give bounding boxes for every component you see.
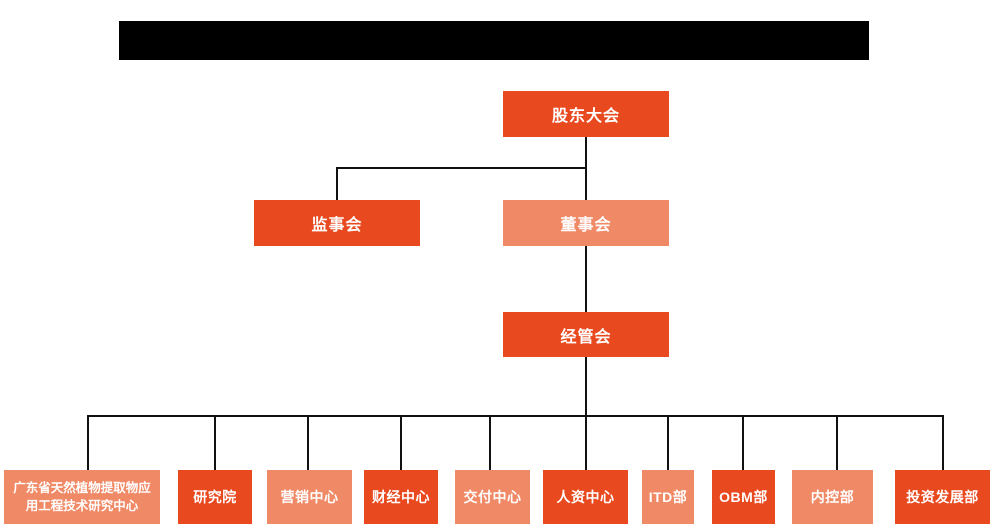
connector-to-finance-center <box>400 415 402 471</box>
org-node-finance-center: 财经中心 <box>364 470 438 524</box>
org-node-marketing-center: 营销中心 <box>267 470 352 524</box>
redacted-title-bar <box>119 21 869 60</box>
connector-to-internal-control <box>836 415 838 471</box>
org-node-supervisory-board: 监事会 <box>254 200 420 246</box>
connector-to-research-center <box>87 415 89 471</box>
org-node-board-of-directors: 董事会 <box>503 200 669 246</box>
connector-to-obm-dept <box>742 415 744 471</box>
org-node-research-center: 广东省天然植物提取物应用工程技术研究中心 <box>4 470 160 524</box>
org-node-management-committee: 经管会 <box>503 312 669 357</box>
connector-root-to-level2 <box>585 137 587 201</box>
org-node-shareholders-meeting: 股东大会 <box>503 91 669 137</box>
connector-to-research-institute <box>214 415 216 471</box>
connector-to-supervisory-board <box>336 167 338 201</box>
connector-to-marketing-center <box>307 415 309 471</box>
connector-management-to-depts <box>585 357 587 471</box>
connector-level2-horizontal <box>336 167 587 169</box>
org-node-investment-development-dept: 投资发展部 <box>895 470 990 524</box>
org-node-research-institute: 研究院 <box>178 470 252 524</box>
org-node-internal-control-dept: 内控部 <box>792 470 873 524</box>
org-node-obm-dept: OBM部 <box>712 470 775 524</box>
org-node-delivery-center: 交付中心 <box>455 470 530 524</box>
connector-board-to-management <box>585 246 587 313</box>
org-node-hr-center: 人资中心 <box>543 470 628 524</box>
connector-level4-horizontal <box>88 415 944 417</box>
connector-to-investment-dev <box>942 415 944 471</box>
connector-to-delivery-center <box>489 415 491 471</box>
org-node-itd-dept: ITD部 <box>642 470 694 524</box>
connector-to-itd-dept <box>667 415 669 471</box>
